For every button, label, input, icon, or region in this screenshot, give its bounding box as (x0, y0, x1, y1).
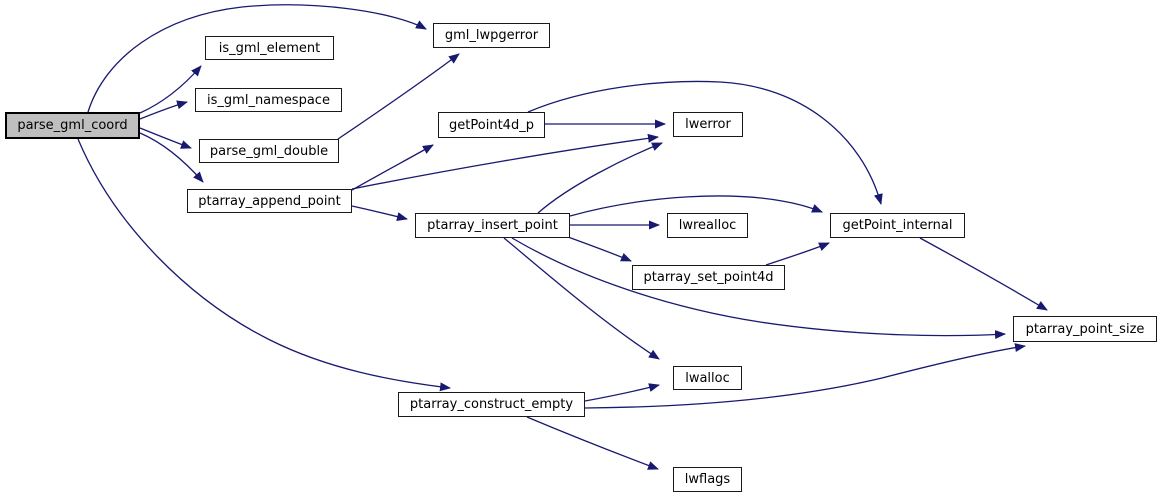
edge-ptarray_set_point4d-to-getPoint_internal (765, 242, 830, 266)
edge-parse_gml_coord-to-ptarray_append_point (139, 132, 204, 183)
node-ptarray_append_point[interactable]: ptarray_append_point (187, 189, 352, 213)
node-parse_gml_double[interactable]: parse_gml_double (199, 139, 339, 163)
edge-getPoint4d_p-to-getPoint_internal (527, 80, 883, 205)
edge-ptarray_insert_point-to-getPoint_internal (569, 195, 823, 217)
node-is_gml_namespace[interactable]: is_gml_namespace (195, 88, 342, 112)
edge-parse_gml_coord-to-is_gml_namespace (139, 100, 188, 120)
edge-ptarray_insert_point-to-ptarray_point_size (511, 237, 1006, 340)
edge-ptarray_insert_point-to-lwerror (537, 142, 663, 214)
node-getPoint4d_p[interactable]: getPoint4d_p (438, 112, 545, 138)
node-ptarray_point_size[interactable]: ptarray_point_size (1013, 316, 1157, 342)
edge-ptarray_insert_point-to-ptarray_set_point4d (567, 236, 632, 262)
node-lwerror[interactable]: lwerror (673, 112, 743, 137)
edge-ptarray_append_point-to-lwerror (351, 133, 659, 190)
edge-parse_gml_coord-to-gml_lwpgerror (87, 4, 427, 113)
edge-parse_gml_coord-to-parse_gml_double (139, 127, 192, 149)
edge-ptarray_append_point-to-ptarray_insert_point (351, 205, 408, 221)
edge-parse_gml_double-to-gml_lwpgerror (337, 53, 460, 140)
edge-parse_gml_coord-to-ptarray_construct_empty (77, 138, 451, 392)
node-gml_lwpgerror[interactable]: gml_lwpgerror (433, 23, 550, 48)
edge-ptarray_construct_empty-to-lwflags (526, 416, 659, 470)
node-ptarray_set_point4d[interactable]: ptarray_set_point4d (632, 265, 785, 290)
edge-ptarray_construct_empty-to-ptarray_point_size (584, 343, 1026, 409)
node-lwflags[interactable]: lwflags (673, 467, 742, 492)
edge-getPoint_internal-to-ptarray_point_size (919, 237, 1048, 311)
edge-ptarray_construct_empty-to-lwalloc (584, 383, 660, 402)
node-getPoint_internal[interactable]: getPoint_internal (830, 213, 965, 238)
node-lwalloc[interactable]: lwalloc (673, 366, 742, 390)
node-ptarray_construct_empty[interactable]: ptarray_construct_empty (398, 392, 585, 417)
node-ptarray_insert_point[interactable]: ptarray_insert_point (415, 213, 570, 238)
edge-ptarray_insert_point-to-lwalloc (503, 237, 660, 360)
node-lwrealloc[interactable]: lwrealloc (667, 213, 748, 238)
edge-ptarray_append_point-to-getPoint4d_p (351, 144, 434, 191)
edge-parse_gml_coord-to-is_gml_element (139, 65, 202, 114)
node-is_gml_element[interactable]: is_gml_element (205, 36, 334, 60)
node-parse_gml_coord[interactable]: parse_gml_coord (5, 112, 140, 139)
